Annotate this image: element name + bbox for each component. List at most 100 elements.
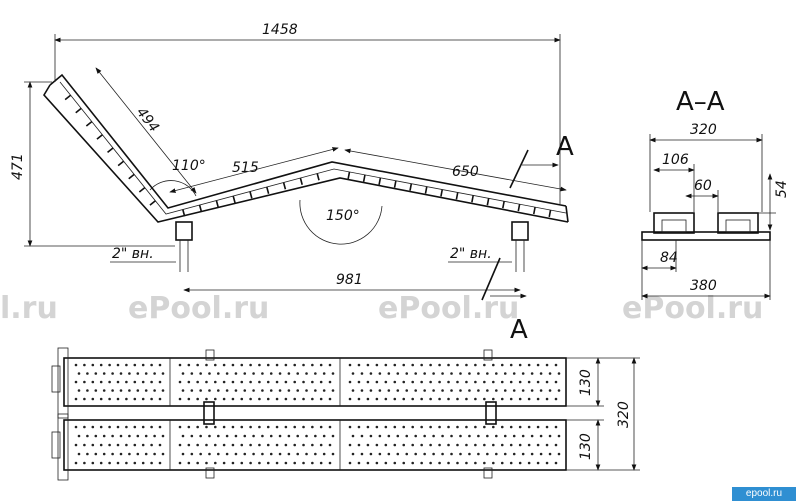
perforation-dot	[77, 389, 81, 392]
perforation-dot	[378, 389, 382, 392]
perforation-dot	[518, 461, 522, 465]
perforation-dot	[557, 434, 561, 438]
perforation-dot	[158, 380, 162, 384]
perforation-dot	[258, 461, 261, 465]
perforation-dot	[284, 380, 288, 384]
perforation-dot	[99, 461, 103, 465]
perforation-dot	[429, 461, 432, 465]
perforation-dot	[369, 434, 373, 438]
perforation-dot	[384, 425, 388, 429]
perforation-dot	[554, 380, 558, 384]
perforation-dot	[557, 372, 561, 375]
perforation-dot	[249, 461, 252, 465]
perforation-dot	[296, 452, 300, 456]
perforation-dot	[111, 372, 114, 375]
perforation-dot	[178, 425, 182, 429]
perforation-dot	[234, 452, 238, 456]
perforation-dot	[144, 434, 148, 438]
perforation-dot	[158, 425, 162, 429]
perforation-dot	[128, 372, 131, 375]
perforation-dot	[545, 397, 549, 401]
perforation-dot	[456, 380, 459, 384]
perforation-dot	[518, 380, 522, 384]
perforation-dot	[500, 461, 504, 465]
perforation-dot	[432, 452, 435, 456]
perforation-dot	[102, 389, 106, 392]
perforation-dot	[74, 425, 78, 429]
perforation-dot	[296, 372, 300, 375]
end-cap-top	[57, 347, 69, 419]
perforation-dot	[423, 452, 426, 456]
perforation-dot	[99, 397, 103, 401]
slat-tick	[517, 204, 521, 212]
perforation-dot	[357, 397, 361, 401]
perforation-dot	[125, 363, 128, 367]
perforation-dot	[125, 425, 128, 429]
perforation-dot	[83, 425, 86, 429]
perforation-dot	[348, 425, 352, 429]
perforation-dot	[216, 389, 220, 392]
perforation-dot	[548, 452, 552, 456]
perforation-dot	[275, 397, 279, 401]
perforation-dot	[387, 389, 391, 392]
perforation-dot	[527, 425, 531, 429]
perforation-dot	[554, 363, 558, 367]
perforation-dot	[116, 380, 120, 384]
lounger-bottom-outline	[43, 84, 569, 223]
perforation-dot	[187, 380, 191, 384]
dim-total-width: 320	[616, 401, 632, 428]
perforation-dot	[252, 452, 255, 456]
perforation-dot	[216, 452, 220, 456]
perforation-dot	[414, 434, 417, 438]
perforation-dot	[83, 397, 86, 401]
perforation-dot	[125, 397, 128, 401]
perforation-dot	[474, 461, 477, 465]
perforation-dot	[486, 434, 489, 438]
perforation-dot	[234, 434, 238, 438]
perforation-dot	[258, 425, 261, 429]
perforation-dot	[116, 461, 120, 465]
perforation-dot	[527, 363, 531, 367]
perforation-dot	[545, 425, 549, 429]
perforation-dot	[305, 434, 308, 438]
perforation-dot	[269, 389, 273, 392]
perforation-dot	[474, 397, 477, 401]
perforation-dot	[545, 461, 549, 465]
perforation-dot	[111, 434, 114, 438]
perforation-dot	[266, 363, 270, 367]
perforation-dot	[196, 443, 199, 447]
perforation-dot	[331, 389, 335, 392]
section-cut-line	[509, 149, 529, 189]
watermark-badge: epool.ru	[732, 487, 796, 501]
section-title: A–A	[676, 87, 725, 117]
perforation-dot	[278, 372, 282, 375]
perforation-dot	[128, 389, 131, 392]
perforation-dot	[459, 372, 462, 375]
perforation-dot	[94, 434, 98, 438]
section-mark-top: A	[556, 132, 574, 162]
perforation-dot	[328, 443, 332, 447]
perforation-dot	[77, 372, 81, 375]
perforation-dot	[108, 461, 111, 465]
perforation-dot	[509, 461, 513, 465]
perforation-dot	[420, 461, 423, 465]
perforation-dot	[423, 434, 426, 438]
perforation-dot	[305, 372, 308, 375]
perforation-dot	[261, 372, 264, 375]
perforation-dot	[275, 363, 279, 367]
perforation-dot	[205, 363, 208, 367]
perforation-dot	[187, 443, 191, 447]
perforation-dot	[468, 434, 471, 438]
perforation-dot	[150, 380, 153, 384]
perforation-dot	[99, 425, 103, 429]
perforation-dot	[119, 372, 123, 375]
perforation-dot	[150, 461, 153, 465]
perforation-dot	[136, 389, 140, 392]
perforation-dot	[402, 443, 406, 447]
perforation-dot	[108, 380, 111, 384]
perforation-dot	[302, 397, 305, 401]
perforation-dot	[314, 389, 317, 392]
perforation-dot	[375, 461, 379, 465]
perforation-dot	[393, 397, 397, 401]
